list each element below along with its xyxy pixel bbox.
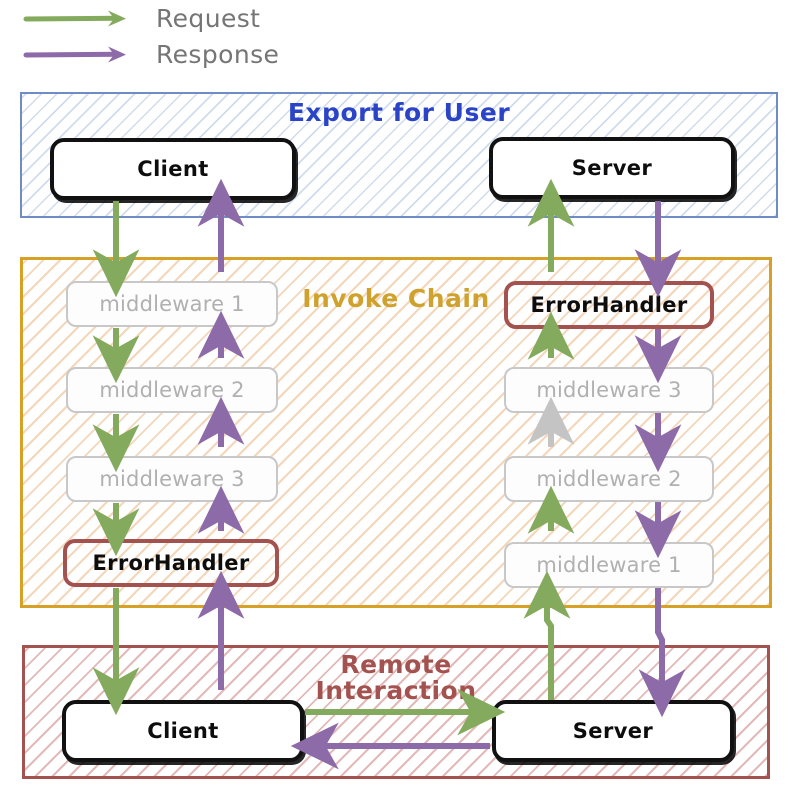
node-label: ErrorHandler xyxy=(530,293,688,317)
node-label: ErrorHandler xyxy=(92,551,250,575)
node-label: middleware 3 xyxy=(99,467,245,491)
legend-item-request: Request xyxy=(22,4,260,33)
group-title-remote: Remote Interaction xyxy=(315,650,477,705)
node-label: Server xyxy=(571,156,653,180)
node-export-client[interactable]: Client xyxy=(50,138,296,200)
response-arrow-icon xyxy=(23,46,126,62)
node-right-error-handler[interactable]: ErrorHandler xyxy=(504,281,714,329)
node-left-middleware-2[interactable]: middleware 2 xyxy=(66,367,278,413)
node-label: Client xyxy=(137,157,209,181)
node-label: Server xyxy=(572,719,654,743)
node-label: Client xyxy=(147,719,219,743)
legend-item-response: Response xyxy=(22,40,279,69)
node-right-middleware-2[interactable]: middleware 2 xyxy=(504,456,714,502)
group-title-export: Export for User xyxy=(287,98,511,127)
node-right-middleware-3[interactable]: middleware 3 xyxy=(504,367,714,413)
node-label: middleware 1 xyxy=(99,292,245,316)
node-left-middleware-1[interactable]: middleware 1 xyxy=(66,281,278,327)
legend-label-request: Request xyxy=(156,4,261,33)
node-label: middleware 3 xyxy=(536,378,682,402)
node-left-error-handler[interactable]: ErrorHandler xyxy=(63,539,279,587)
node-left-middleware-3[interactable]: middleware 3 xyxy=(66,456,278,502)
node-remote-client[interactable]: Client xyxy=(62,700,304,762)
request-arrow-icon xyxy=(23,10,126,26)
node-label: middleware 2 xyxy=(536,467,682,491)
legend-label-response: Response xyxy=(156,40,280,69)
node-label: middleware 2 xyxy=(99,378,245,402)
group-title-invoke: Invoke Chain xyxy=(302,284,490,313)
node-remote-server[interactable]: Server xyxy=(492,700,734,762)
node-export-server[interactable]: Server xyxy=(489,137,735,199)
legend: Request Response xyxy=(0,0,792,84)
node-right-middleware-1[interactable]: middleware 1 xyxy=(504,542,714,588)
node-label: middleware 1 xyxy=(536,553,682,577)
